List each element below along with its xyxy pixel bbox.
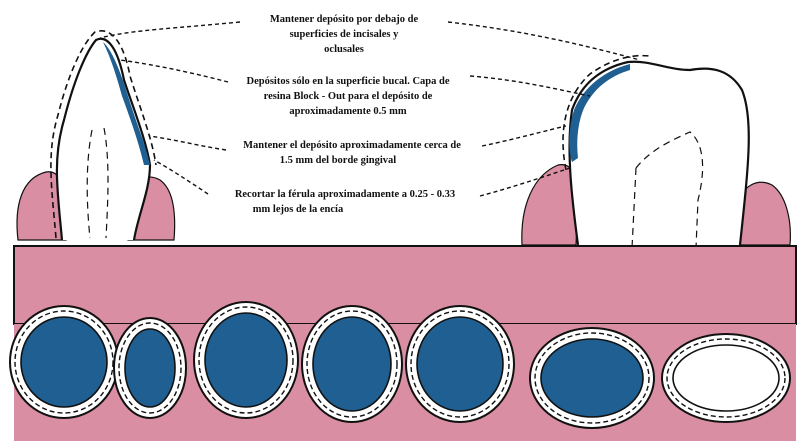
dental-arch-view [10, 246, 796, 441]
arch-tooth-4 [302, 306, 402, 422]
annotation-trim-splint: Recortar la férula aproximadamente a 0.2… [235, 189, 455, 215]
annotation-line: 1.5 mm del borde gingival [280, 155, 396, 166]
annotation-line: oclusales [324, 44, 364, 55]
leader-incisal-right [448, 22, 640, 60]
annotation-incisal-occlusal: Mantener depósito por debajo de superfic… [270, 14, 419, 55]
tooth-crown [673, 345, 779, 411]
annotation-line: Recortar la férula aproximadamente a 0.2… [235, 189, 455, 200]
annotation-line: superficies de incisales y [290, 29, 400, 40]
leader-gingival-left [150, 136, 226, 150]
tooth-deposit [541, 339, 643, 417]
arch-tooth-2 [114, 318, 186, 418]
arch-tooth-3 [194, 302, 298, 418]
leader-buccal-left [120, 60, 228, 82]
tooth-deposit [313, 317, 391, 411]
annotation-line: resina Block - Out para el depósito de [264, 91, 433, 102]
annotation-line: mm lejos de la encía [253, 204, 344, 215]
annotation-line: Depósitos sólo en la superficie bucal. C… [246, 76, 449, 87]
tooth-deposit [205, 313, 287, 407]
annotation-line: Mantener el depósito aproximadamente cer… [243, 140, 461, 151]
annotation-line: aproximadamente 0.5 mm [289, 106, 407, 117]
molar-side-view [522, 56, 791, 248]
tooth-deposit [417, 317, 503, 411]
arch-tooth-7 [662, 334, 790, 422]
tooth-deposit [21, 317, 107, 407]
leader-buccal-right [470, 76, 590, 96]
arch-tooth-6 [530, 328, 654, 428]
annotation-line: Mantener depósito por debajo de [270, 14, 419, 25]
arch-tooth-5 [406, 306, 514, 422]
incisor-outline [57, 39, 150, 240]
annotation-gingival-margin: Mantener el depósito aproximadamente cer… [243, 140, 461, 166]
incisor-side-view [17, 31, 175, 240]
leader-incisal-left [100, 22, 240, 38]
tooth-deposit [125, 329, 175, 407]
arch-gum-band [14, 246, 796, 324]
annotation-buccal-only: Depósitos sólo en la superficie bucal. C… [246, 76, 449, 117]
leader-gingival-right [482, 126, 566, 146]
arch-tooth-1 [10, 306, 118, 418]
